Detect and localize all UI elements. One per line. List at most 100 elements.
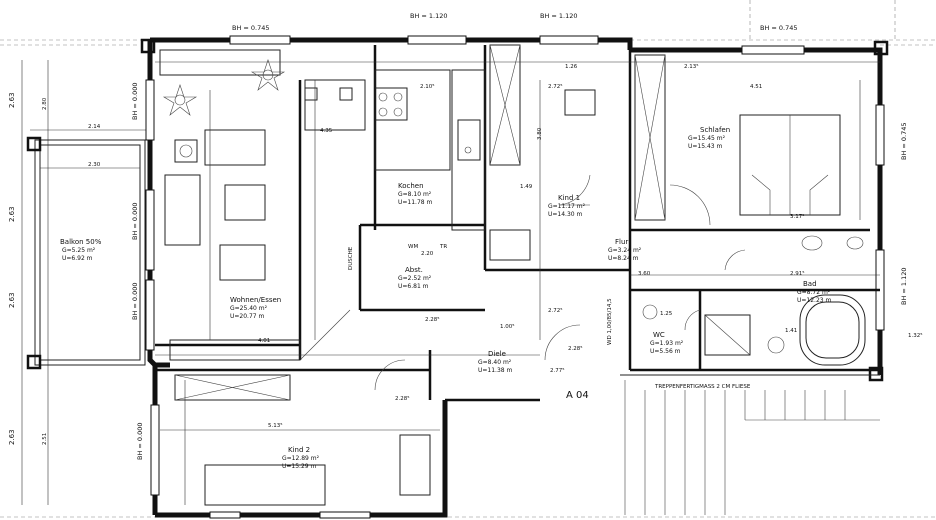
window-height-label: BH = 0.000 — [131, 82, 139, 120]
room-perimeter-kochen: U=11.78 m — [398, 199, 433, 206]
room-name-wohnen: Wohnen/Essen — [230, 296, 281, 304]
tr-label: TR — [439, 244, 447, 250]
window-height-label: BH = 0.745 — [900, 122, 908, 160]
room-perimeter-wohnen: U=20.77 m — [230, 313, 265, 320]
room-name-abst: Abst. — [405, 266, 423, 274]
room-perimeter-abst: U=6.81 m — [398, 283, 429, 290]
dim-label: 4.51 — [750, 84, 762, 90]
doors — [299, 174, 746, 391]
dim-label: 5.13⁵ — [268, 422, 282, 429]
window-height-label: BH = 0.000 — [131, 282, 139, 320]
room-area-balkon: G=5.25 m² — [62, 247, 96, 254]
dimension-lines — [155, 61, 880, 505]
kitchen-furniture — [304, 69, 486, 231]
room-area-kochen: G=8.10 m² — [398, 191, 432, 198]
window-height-label: BH = 0.000 — [136, 422, 144, 460]
misc-labels: A 04 WD 1,00/85/14,5 WM TR DUSCHE — [348, 244, 613, 401]
room-area-schlafen: G=15.45 m² — [688, 135, 726, 142]
room-name-bad: Bad — [803, 280, 817, 288]
room-perimeter-flur: U=8.24 m — [608, 255, 639, 262]
windows — [145, 35, 885, 519]
room-area-kind1: G=11.17 m² — [548, 203, 586, 210]
door-label: WD 1,00/85/14,5 — [607, 298, 613, 345]
dim-label: 3.80 — [537, 127, 543, 140]
dim-label: 2.13⁵ — [684, 63, 698, 70]
dim-label: 1.25 — [660, 311, 673, 317]
stair-note: TREPPENFERTIGMASS 2 CM FLIESE — [654, 384, 751, 390]
bathroom-furniture — [642, 235, 866, 366]
room-perimeter-bad: U=12.23 m — [797, 297, 832, 304]
kid1-furniture — [489, 44, 596, 261]
axis-label: 2.63 — [8, 429, 16, 445]
room-perimeter-balkon: U=6.92 m — [62, 255, 93, 262]
stair: TREPPENFERTIGMASS 2 CM FLIESE — [620, 374, 880, 515]
dim-label: 2.72⁵ — [548, 307, 562, 314]
room-area-wohnen: G=25.40 m² — [230, 305, 268, 312]
balcony: 2.14 2.30 Balkon 50% G=5.25 m² U=6.92 m — [26, 124, 150, 370]
kid2-furniture — [174, 374, 431, 506]
room-area-bad: G=8.72 m² — [797, 289, 831, 296]
dusche-label: DUSCHE — [348, 246, 354, 270]
dim-label: 2.10⁵ — [420, 83, 434, 90]
window-height-labels: BH = 0.745 BH = 1.120 BH = 1.120 BH = 0.… — [131, 12, 908, 460]
room-perimeter-kind2: U=15.29 m — [282, 463, 317, 470]
window-height-label: BH = 0.745 — [232, 24, 270, 32]
dim-label: 1.26 — [565, 64, 578, 70]
room-area-flur: G=3.24 m² — [608, 247, 642, 254]
room-name-kind1: Kind 1 — [558, 194, 580, 202]
wm-label: WM — [408, 244, 418, 250]
living-furniture — [159, 49, 301, 361]
room-perimeter-diele: U=11.38 m — [478, 367, 513, 374]
dim-label: 2.91⁵ — [790, 270, 804, 277]
window-height-label: BH = 1.120 — [540, 12, 578, 20]
exterior-walls — [140, 37, 889, 518]
dim-label: 3.60 — [638, 271, 651, 277]
dim-label: 2.80 — [42, 97, 48, 110]
axis-labels-left: 2.63 2.63 2.63 2.63 2.80 2.51 — [8, 60, 49, 505]
dim-label: 1.32⁵ — [908, 332, 922, 339]
dim-label: 2.30 — [88, 162, 101, 168]
room-perimeter-schlafen: U=15.43 m — [688, 143, 723, 150]
room-area-kind2: G=12.89 m² — [282, 455, 320, 462]
dim-label: 2.72⁵ — [548, 83, 562, 90]
window-height-label: BH = 0.745 — [760, 24, 798, 32]
room-perimeter-wc: U=5.56 m — [650, 348, 681, 355]
axis-label: 2.63 — [8, 206, 16, 222]
room-name-balkon: Balkon 50% — [60, 238, 102, 246]
window-height-label: BH = 1.120 — [900, 267, 908, 305]
dim-label: 1.41 — [785, 328, 797, 334]
window-height-label: BH = 0.000 — [131, 202, 139, 240]
dim-label: 1.49 — [520, 184, 533, 190]
dim-label: 2.20 — [421, 251, 434, 257]
room-labels: Wohnen/Essen G=25.40 m² U=20.77 m Kochen… — [230, 126, 832, 470]
room-area-diele: G=8.40 m² — [478, 359, 512, 366]
dim-label: 2.51 — [42, 433, 48, 445]
room-name-schlafen: Schlafen — [700, 126, 730, 134]
dim-label: 2.28⁵ — [395, 395, 409, 402]
room-perimeter-kind1: U=14.30 m — [548, 211, 583, 218]
dim-label: 2.28⁵ — [568, 345, 582, 352]
dim-label: 1.00⁵ — [500, 323, 514, 330]
room-name-wc: WC — [653, 331, 665, 339]
room-area-wc: G=1.93 m² — [650, 340, 684, 347]
dim-label: 4.35 — [320, 128, 333, 134]
dim-label: 4.01 — [258, 338, 270, 344]
interior-walls — [155, 45, 880, 402]
axis-label: 2.63 — [8, 292, 16, 308]
room-area-abst: G=2.52 m² — [398, 275, 432, 282]
room-name-kind2: Kind 2 — [288, 446, 310, 454]
dim-label: 2.28⁵ — [425, 316, 439, 323]
dim-label: 2.14 — [88, 124, 101, 130]
axis-label: 2.63 — [8, 92, 16, 108]
bedroom-furniture — [634, 54, 841, 221]
plant-icon — [162, 84, 198, 116]
window-height-label: BH = 1.120 — [410, 12, 448, 20]
room-name-flur: Flur — [615, 238, 628, 246]
room-name-kochen: Kochen — [398, 182, 424, 190]
apartment-label: A 04 — [566, 390, 589, 401]
room-name-diele: Diele — [488, 350, 506, 358]
plant-icon — [250, 59, 286, 91]
dim-label: 2.77⁵ — [550, 367, 564, 374]
dimension-labels: 4.01 5.13⁵ 2.72⁵ 4.35 2.10⁵ 2.72⁵ 3.80 1… — [258, 63, 922, 429]
dim-label: 3.17⁵ — [790, 213, 804, 220]
